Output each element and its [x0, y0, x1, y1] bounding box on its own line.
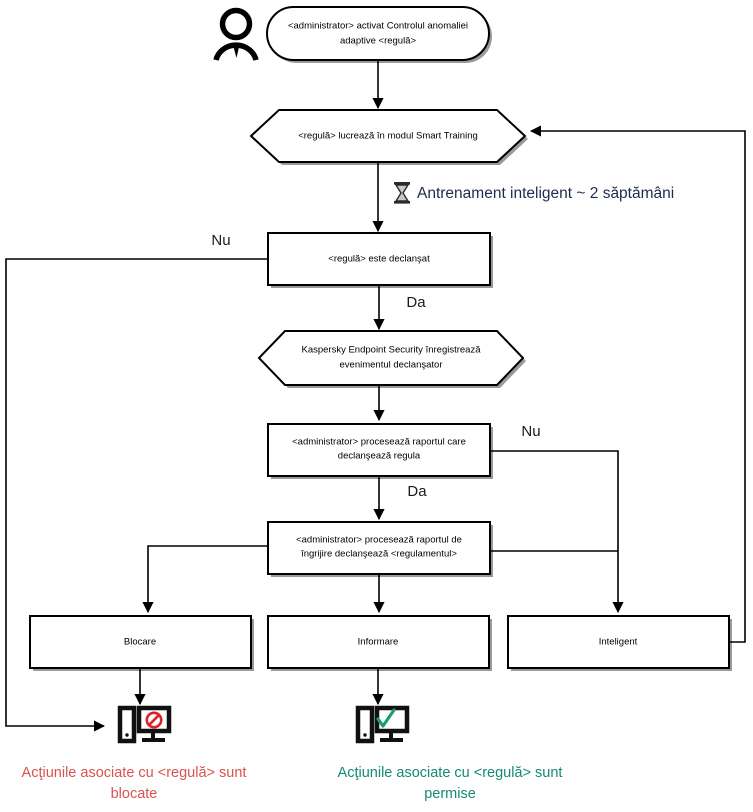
connector-admin-report-no — [490, 450, 624, 614]
node-rule-triggered-line1: <regulă> este declanşat — [328, 254, 430, 265]
caption-allowed-line1: Acţiunile asociate cu <regulă> sunt — [338, 765, 563, 781]
node-kes-registers-line1: Kaspersky Endpoint Security înregistreaz… — [301, 345, 481, 356]
connector-rule-triggered-no — [5, 258, 268, 732]
node-smart-label: Inteligent — [599, 637, 638, 648]
node-kes-registers-line2: evenimentul declanşator — [340, 360, 443, 371]
connector-care-report-to-block — [142, 545, 268, 614]
node-smart: Inteligent — [507, 615, 732, 671]
node-block: Blocare — [29, 615, 254, 671]
hourglass-icon — [394, 182, 410, 204]
node-admin-processes-care-report: <administrator> procesează raportul de î… — [267, 521, 493, 577]
node-inform: Informare — [267, 615, 492, 671]
monitor-allowed-icon — [355, 705, 410, 744]
branch-label-trigger-yes: Da — [406, 294, 426, 311]
node-smart-training: <regulă> lucrează în modul Smart Trainin… — [249, 109, 528, 165]
caption-blocked-line2: blocate — [111, 786, 158, 802]
node-start-line1: <administrator> activat Controlul anomal… — [288, 21, 468, 32]
node-admin-processes-report: <administrator> procesează raportul care… — [267, 423, 493, 479]
branch-label-report-yes: Da — [407, 483, 427, 500]
training-note-label: Antrenament inteligent ~ 2 săptămâni — [417, 185, 674, 202]
node-admin-processes-care-report-line1: <administrator> procesează raportul de — [296, 535, 462, 546]
branch-label-report-no: Nu — [521, 423, 540, 440]
node-rule-triggered: <regulă> este declanşat — [267, 232, 493, 288]
training-note: Antrenament inteligent ~ 2 săptămâni — [394, 182, 674, 204]
node-block-label: Blocare — [124, 637, 156, 648]
node-smart-training-line1: <regulă> lucrează în modul Smart Trainin… — [298, 131, 478, 142]
caption-allowed-line2: permise — [424, 786, 476, 802]
node-start-line2: adaptive <regulă> — [340, 36, 417, 47]
node-start: <administrator> activat Controlul anomal… — [266, 6, 492, 63]
monitor-blocked-icon — [117, 705, 172, 744]
caption-blocked: Acţiunile asociate cu <regulă> sunt bloc… — [22, 765, 247, 802]
branch-label-trigger-no: Nu — [211, 232, 230, 249]
node-inform-label: Informare — [358, 637, 399, 648]
administrator-actor-icon — [213, 7, 259, 61]
caption-allowed: Acţiunile asociate cu <regulă> sunt perm… — [338, 765, 563, 802]
node-admin-processes-report-line2: declanşează regula — [338, 451, 421, 462]
connector-smart-loopback — [529, 125, 746, 643]
node-admin-processes-care-report-line2: îngrijire declanşează <regulamentul> — [300, 549, 457, 560]
node-admin-processes-report-line1: <administrator> procesează raportul care — [292, 437, 466, 448]
caption-blocked-line1: Acţiunile asociate cu <regulă> sunt — [22, 765, 247, 781]
node-kes-registers: Kaspersky Endpoint Security înregistreaz… — [257, 330, 526, 388]
